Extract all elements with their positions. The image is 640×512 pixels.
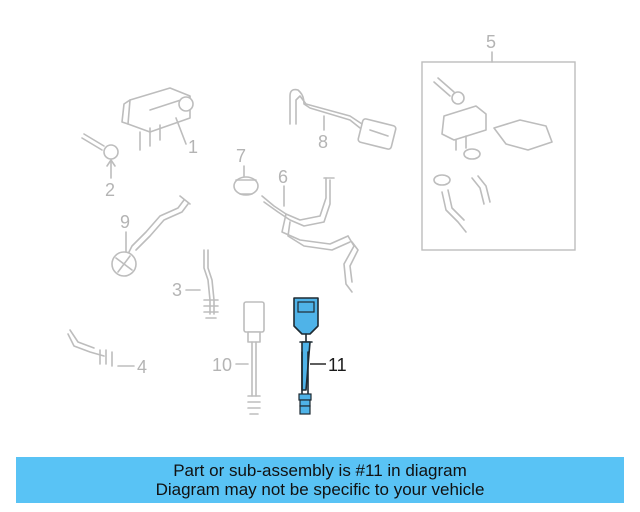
leader-1 [175,117,187,145]
callout-8[interactable]: 8 [318,132,328,152]
callout-10[interactable]: 10 [212,355,232,375]
part-1-pressure-sensor[interactable] [121,87,194,151]
callout-1[interactable]: 1 [188,137,198,157]
part-10-sensor[interactable] [243,301,265,415]
info-banner: Part or sub-assembly is #11 in diagram D… [16,457,624,503]
callout-3[interactable]: 3 [172,280,182,300]
callout-7[interactable]: 7 [236,146,246,166]
banner-line-1: Part or sub-assembly is #11 in diagram [173,461,467,480]
callout-5[interactable]: 5 [486,32,496,52]
part-3-sensor[interactable] [203,249,219,319]
part-9-sensor[interactable] [111,195,191,277]
parts-diagram: 1 2 7 8 6 9 [67,32,576,415]
part-4-sensor[interactable] [67,329,113,367]
callout-11[interactable]: 11 [328,355,347,375]
banner-line-2: Diagram may not be specific to your vehi… [155,480,485,499]
part-6-pipe[interactable] [261,177,359,293]
arrow-2 [106,159,116,167]
part-7-clip[interactable] [233,176,259,196]
callout-2[interactable]: 2 [105,180,115,200]
part-11-sensor-highlighted[interactable] [293,297,319,415]
callout-4[interactable]: 4 [137,357,147,377]
part-8-sensor[interactable] [289,88,397,150]
callout-9[interactable]: 9 [120,212,130,232]
callout-6[interactable]: 6 [278,167,288,187]
part-5-assembly-box[interactable] [421,61,576,251]
part-2-bolt[interactable] [81,133,119,160]
